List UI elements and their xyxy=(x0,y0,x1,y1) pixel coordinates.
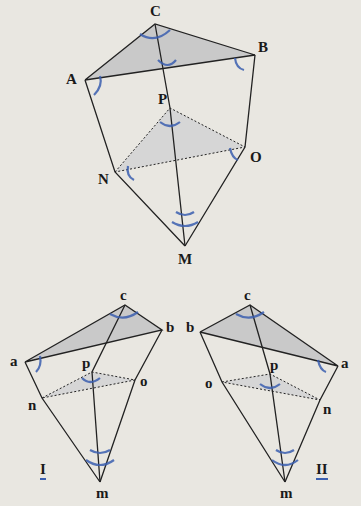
vertex-label: m xyxy=(96,486,109,501)
vertex-label: n xyxy=(323,402,331,417)
vertex-label: n xyxy=(28,398,36,413)
figure-number: II xyxy=(316,462,328,480)
figure-number: I xyxy=(40,462,46,480)
vertex-label: p xyxy=(82,356,90,371)
vertex-label: a xyxy=(341,356,349,371)
vertex-label: N xyxy=(98,172,109,187)
vertex-label: p xyxy=(270,358,278,373)
vertex-label: o xyxy=(205,376,213,391)
figure-two xyxy=(200,305,338,482)
vertex-label: c xyxy=(120,288,127,303)
vertex-label: o xyxy=(140,374,148,389)
vertex-label: m xyxy=(280,486,293,501)
vertex-label: M xyxy=(178,252,192,267)
top-tetrahedron xyxy=(85,24,255,246)
figure-one xyxy=(25,305,162,482)
vertex-label: B xyxy=(258,40,268,55)
vertex-label: A xyxy=(66,72,77,87)
vertex-label: C xyxy=(150,4,161,19)
vertex-label: c xyxy=(244,288,251,303)
vertex-label: b xyxy=(186,320,194,335)
vertex-label: b xyxy=(166,320,174,335)
vertex-label: a xyxy=(10,354,18,369)
vertex-label: P xyxy=(158,92,167,107)
vertex-label: O xyxy=(250,150,262,165)
